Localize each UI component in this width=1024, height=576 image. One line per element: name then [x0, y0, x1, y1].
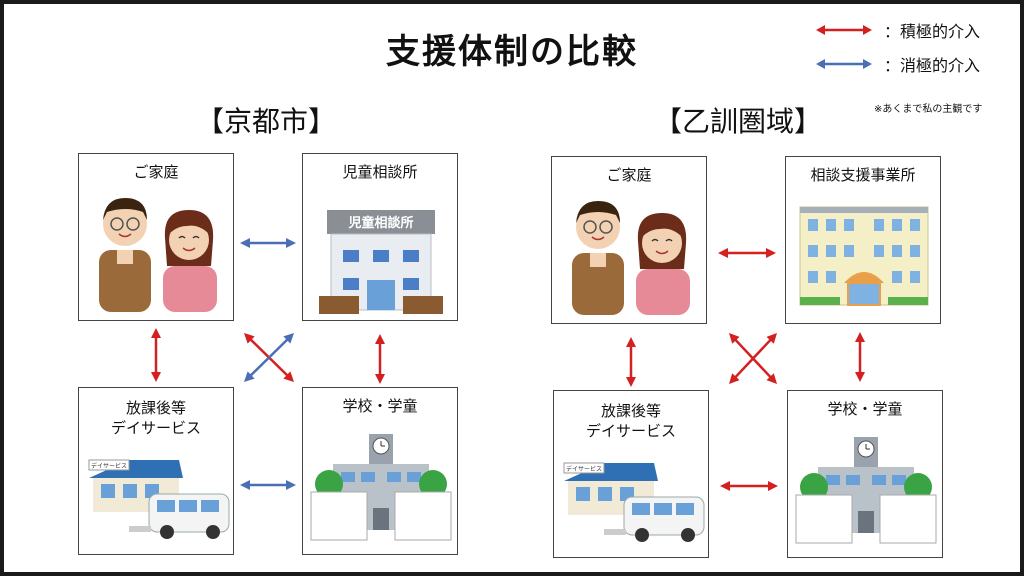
region-kyoto-title: 【京都市】	[196, 105, 337, 138]
connector-arrows	[151, 238, 865, 491]
box-dayservice-right: デイサービス 放課後等 デイサービス	[553, 390, 709, 558]
page-title: 支援体制の比較	[386, 32, 638, 72]
legend-passive-label: ：消極的介入	[884, 56, 981, 75]
disclaimer-note: ※あくまで私の主観です	[874, 104, 983, 115]
box-school-left: 学校・学童	[302, 387, 458, 555]
box-school-left-label: 学校・学童	[342, 397, 418, 415]
arrow-left-dayservice-school	[240, 480, 296, 490]
dayservice-right-line2: デイサービス	[585, 422, 676, 440]
family-illustration-icon	[572, 201, 690, 315]
arrow-left-family-center	[240, 238, 296, 248]
arrow-right-center-school	[855, 332, 865, 382]
dayservice-illustration-icon: デイサービス	[88, 459, 230, 539]
legend-passive: ：消極的介入	[816, 52, 980, 76]
school-illustration-icon	[310, 434, 452, 541]
box-support-office: 相談支援事業所	[785, 156, 941, 324]
school-illustration-icon	[795, 437, 937, 544]
arrow-left-family-dayservice	[151, 328, 161, 382]
box-school-right-label: 学校・学童	[827, 400, 903, 418]
box-family-right: ご家庭	[551, 156, 707, 324]
box-consultation-center: 児童相談所 児童相談所	[302, 153, 458, 321]
family-illustration-icon	[99, 198, 217, 312]
legend-active-label: ：積極的介入	[884, 22, 981, 41]
arrow-left-center-dayservice	[244, 333, 294, 382]
building-illustration-icon: 児童相談所	[319, 210, 443, 314]
box-family-right-label: ご家庭	[606, 166, 652, 184]
legend-active: ：積極的介入	[816, 18, 980, 42]
arrow-right-center-dayservice	[729, 333, 777, 384]
box-consultation-center-label: 児童相談所	[342, 163, 418, 181]
dayservice-left-line2: デイサービス	[110, 419, 201, 437]
dayservice-sign-text: デイサービス	[566, 465, 602, 473]
box-dayservice-left: デイサービス 放課後等 デイサービス	[78, 387, 234, 555]
box-dayservice-left-label: 放課後等 デイサービス	[79, 398, 233, 438]
arrow-right-dayservice-school	[720, 481, 778, 491]
dayservice-sign-text: デイサービス	[91, 462, 127, 470]
box-support-office-label: 相談支援事業所	[810, 166, 916, 184]
box-family-left: ご家庭	[78, 153, 234, 321]
consultation-sign-text: 児童相談所	[347, 215, 413, 231]
red-double-arrow-icon	[816, 25, 872, 35]
slide: 支援体制の比較 ：積極的介入 ：消極的介入 ※あくまで私の主観です 【京都市】 …	[4, 4, 1020, 572]
dayservice-right-line1: 放課後等	[600, 402, 661, 420]
box-school-right: 学校・学童	[787, 390, 943, 558]
region-otokuni-title: 【乙訓圏域】	[654, 105, 823, 138]
office-building-illustration-icon	[799, 206, 929, 306]
arrow-right-family-dayservice	[626, 337, 636, 387]
arrow-left-center-school	[375, 334, 385, 384]
box-dayservice-right-label: 放課後等 デイサービス	[554, 401, 708, 441]
arrow-right-family-center	[718, 248, 776, 258]
box-family-left-label: ご家庭	[133, 163, 179, 181]
dayservice-left-line1: 放課後等	[125, 399, 186, 417]
blue-double-arrow-icon	[816, 59, 872, 69]
dayservice-illustration-icon: デイサービス	[563, 462, 705, 542]
